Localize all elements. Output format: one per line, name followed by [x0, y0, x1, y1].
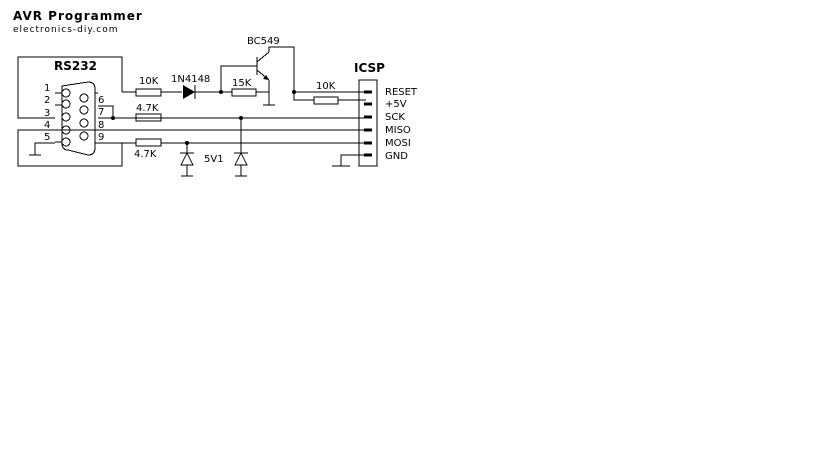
pin-number: 5	[44, 132, 50, 143]
junction-dot	[111, 116, 115, 120]
resistor-label: 10K	[316, 81, 336, 92]
zener-label: 5V1	[204, 154, 224, 165]
db9-pins	[61, 88, 89, 147]
zener-symbol	[180, 151, 194, 166]
rs232-wiring	[17, 56, 366, 167]
pin-number: 4	[44, 120, 50, 131]
db9-pin-circle	[61, 112, 71, 122]
pin-number: 3	[44, 108, 50, 119]
pin-number: 6	[98, 95, 104, 106]
icsp-pin-label: +5V	[385, 99, 407, 110]
pin-number: 2	[44, 95, 50, 106]
icsp-pin-label: MOSI	[385, 138, 411, 149]
resistor-label: 15K	[232, 78, 252, 89]
icsp-header	[358, 79, 378, 167]
db9-pin-circle	[79, 131, 89, 141]
pin-number: 8	[98, 120, 104, 131]
icsp-pin-label: RESET	[385, 87, 418, 98]
db9-pin-circle	[79, 118, 89, 128]
db9-pin-circle	[79, 93, 89, 103]
diode-symbol	[183, 85, 195, 99]
icsp-pin-label: GND	[385, 151, 408, 162]
db9-pin-circle	[61, 125, 71, 135]
transistor-label: BC549	[247, 36, 280, 47]
db9-pin-circle	[79, 105, 89, 115]
resistor-label: 4.7K	[134, 149, 157, 160]
diode-label: 1N4148	[171, 74, 210, 85]
reset-drive-circuit	[122, 65, 275, 106]
title: AVR Programmer	[13, 9, 143, 23]
pin-number: 9	[98, 132, 104, 143]
icsp-label: ICSP	[354, 61, 385, 75]
icsp-pin-marks	[364, 90, 372, 157]
reset-output	[292, 90, 366, 105]
zener-symbol	[234, 151, 248, 166]
subtitle: electronics-diy.com	[13, 25, 119, 35]
pin-number: 7	[98, 107, 104, 118]
db9-pin-circle	[61, 137, 71, 147]
pin-number: 1	[44, 83, 50, 94]
resistor-label: 10K	[139, 76, 159, 87]
resistor-symbol	[135, 138, 162, 147]
sck-resistor	[111, 113, 243, 122]
icsp-ground	[332, 154, 366, 167]
mosi-circuit	[122, 118, 366, 177]
rs232-label: RS232	[54, 59, 97, 73]
db9-connector	[55, 81, 122, 156]
icsp-pin-label: MISO	[385, 125, 411, 136]
resistor-symbol	[135, 88, 162, 97]
resistor-label: 4.7K	[136, 103, 159, 114]
resistor-symbol	[231, 88, 257, 97]
resistor-symbol	[135, 113, 162, 122]
resistor-symbol	[313, 96, 339, 105]
transistor-symbol	[251, 46, 295, 92]
db9-pin-circle	[61, 88, 71, 98]
db9-pin-circle	[61, 99, 71, 109]
icsp-pin-label: SCK	[385, 112, 405, 123]
